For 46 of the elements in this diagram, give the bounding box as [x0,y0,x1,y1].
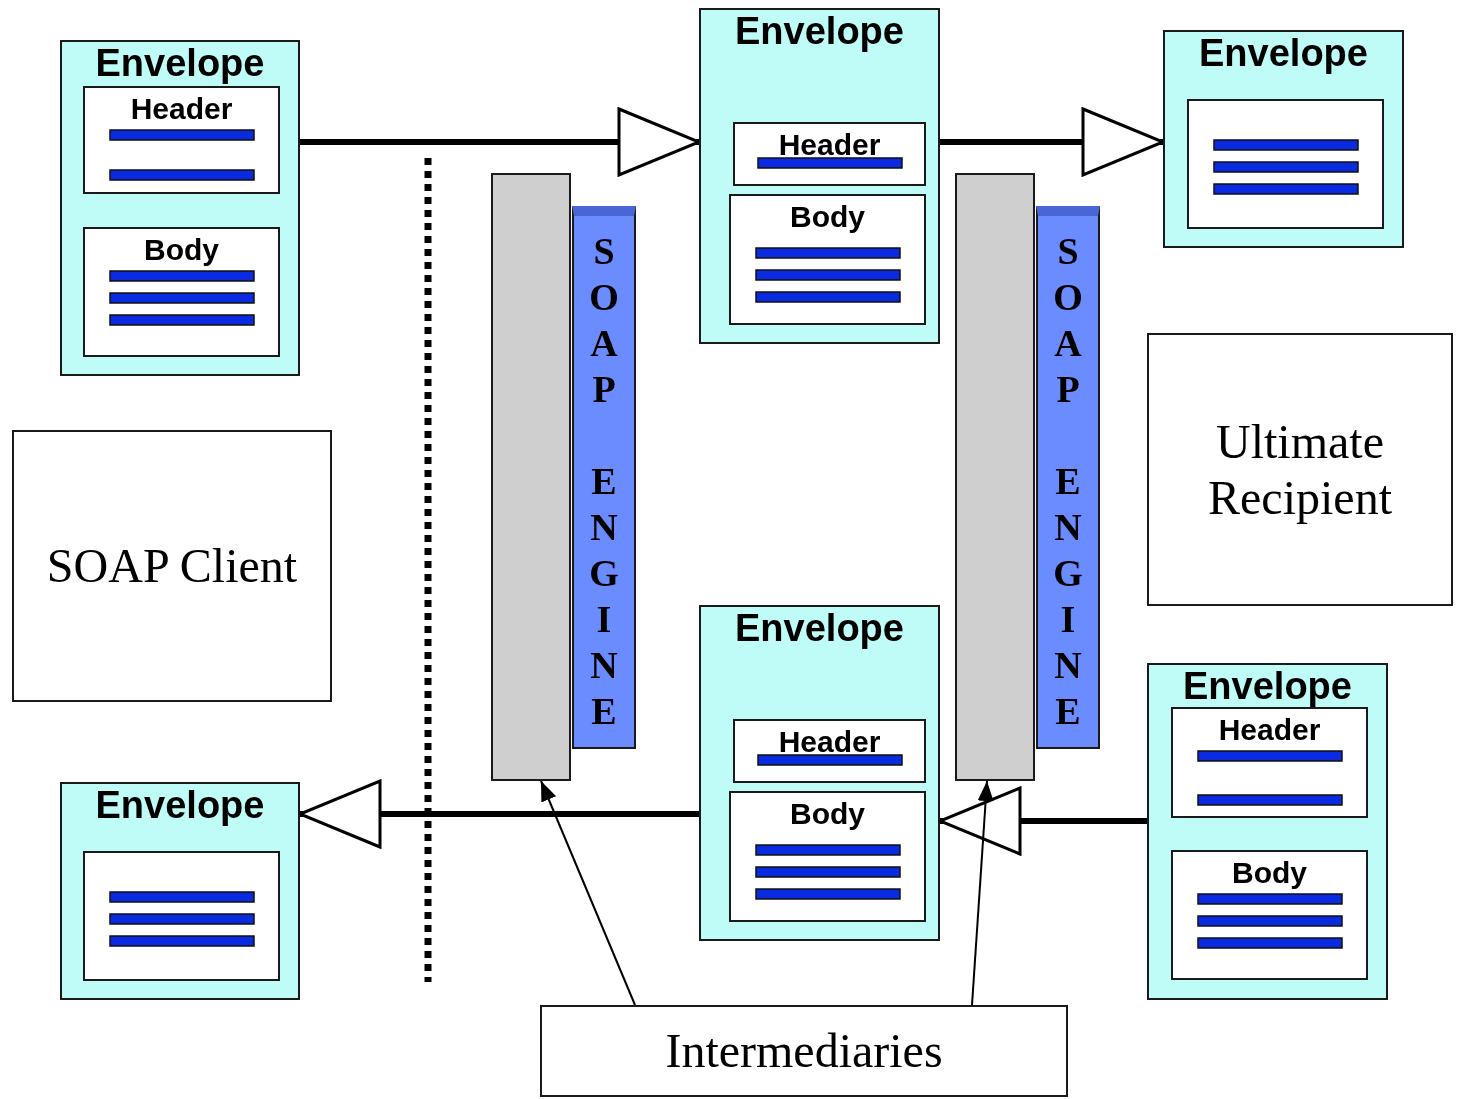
message-part-box [729,194,926,325]
process-box [1147,333,1453,606]
envelope-box [1147,663,1388,1000]
envelope-box [60,782,300,1000]
intermediary-bar [491,173,571,781]
part-title: Header [777,128,882,162]
envelope-box [699,605,940,941]
envelope-title: Envelope [1182,665,1353,707]
flow-arrow [300,107,701,177]
envelope-title: Envelope [734,10,905,52]
flow-arrow [940,107,1165,177]
part-title: Header [777,725,882,759]
envelope-box [1163,30,1404,248]
leader-line [971,780,994,1006]
part-title: Header [1217,713,1322,747]
node-label: Ultimate Recipient [1207,413,1393,526]
envelope-title: Envelope [94,784,266,826]
message-part-box [83,851,280,981]
message-part-box [83,86,280,194]
part-title: Body [789,200,866,234]
node-label: Intermediaries [665,1023,943,1079]
envelope-title: Envelope [1198,32,1369,74]
part-title: Body [1231,856,1308,890]
engine-label: SOAP ENGINE [1048,230,1088,736]
process-box [12,430,332,702]
intermediary-bar [955,173,1035,781]
message-part-box [1187,99,1384,229]
message-part-box [1171,707,1368,818]
message-part-box [1171,850,1368,980]
message-part-box [83,227,280,357]
process-box [540,1005,1068,1097]
part-title: Header [129,92,234,126]
envelope-title: Envelope [734,607,905,649]
engine-column [1036,206,1100,749]
message-part-box [729,791,926,922]
message-part-box [733,719,926,783]
part-title: Body [143,233,220,267]
envelope-box [60,40,300,376]
envelope-box [699,8,940,344]
engine-label: SOAP ENGINE [584,230,624,736]
leader-line [540,780,636,1006]
engine-column [572,206,636,749]
message-part-box [733,122,926,186]
node-label: SOAP Client [46,538,298,594]
part-title: Body [789,797,866,831]
envelope-title: Envelope [94,42,266,84]
